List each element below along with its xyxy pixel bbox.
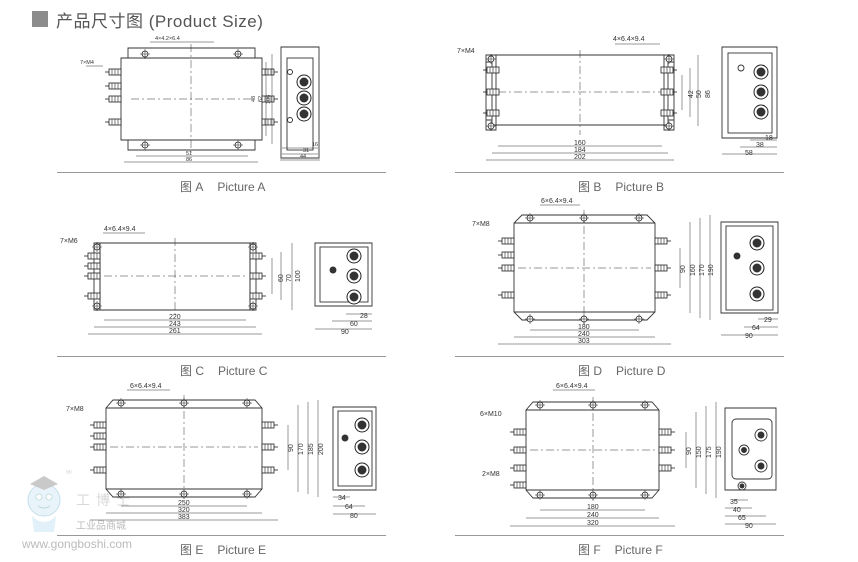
- picture-c-side-3: 90: [341, 329, 349, 336]
- picture-b-hole-note: 4×6.4×9.4: [613, 36, 645, 43]
- picture-c-side-1: 28: [360, 313, 368, 320]
- picture-b-side-1: 18: [765, 135, 773, 142]
- picture-f-side-4: 90: [745, 523, 753, 530]
- watermark-url: www.gongboshi.com: [22, 537, 133, 551]
- picture-e-height-3: 185: [308, 443, 315, 455]
- picture-b-side-3: 58: [745, 150, 753, 157]
- picture-f-width-2: 240: [587, 512, 599, 519]
- picture-f-height-1: 90: [686, 447, 693, 455]
- gongboshi-watermark-logo: ® 工博士: [27, 470, 136, 532]
- picture-b-height-1: 42: [688, 90, 695, 98]
- picture-c-hole-note: 4×6.4×9.4: [104, 226, 136, 233]
- picture-a-height-3: 106: [266, 95, 272, 104]
- divider-e: [57, 535, 386, 536]
- picture-b-height-3: 86: [705, 90, 712, 98]
- picture-c-side-2: 60: [350, 321, 358, 328]
- picture-e-hole-note: 6×6.4×9.4: [130, 383, 162, 390]
- picture-f-drawing: [509, 389, 777, 527]
- picture-d-height-1: 90: [680, 265, 687, 273]
- picture-e-height-1: 90: [288, 444, 295, 452]
- watermark-brand: 工博士: [76, 492, 136, 508]
- picture-f-width-3: 320: [587, 520, 599, 527]
- picture-d-width-1: 180: [578, 324, 590, 331]
- picture-c-height-2: 70: [286, 274, 293, 282]
- picture-f-height-4: 190: [716, 446, 723, 458]
- picture-a-width-1: 51: [186, 151, 192, 157]
- picture-f-height-2: 150: [696, 446, 703, 458]
- picture-a-height-2: 62: [258, 96, 264, 102]
- picture-f-side-3: 65: [738, 515, 746, 522]
- picture-a-side-1: 16: [312, 142, 318, 148]
- header-square-icon: [32, 11, 48, 27]
- picture-e-width-3: 383: [178, 514, 190, 521]
- picture-b-width-3: 202: [574, 154, 586, 161]
- picture-e-stud-note: 7×M8: [66, 406, 84, 413]
- picture-d-side-1: 29: [764, 317, 772, 324]
- picture-a-width-2: 86: [186, 157, 192, 163]
- picture-d-height-3: 170: [699, 264, 706, 276]
- picture-e-side-2: 64: [345, 504, 353, 511]
- divider-f: [455, 535, 784, 536]
- picture-c-height-1: 60: [278, 274, 285, 282]
- picture-d-width-3: 303: [578, 338, 590, 345]
- picture-e-height-4: 200: [318, 443, 325, 455]
- divider-c: [57, 356, 386, 357]
- picture-c-width-3: 261: [169, 328, 181, 335]
- picture-f-stud-note-2: 2×M8: [482, 471, 500, 478]
- divider-a: [57, 172, 386, 173]
- picture-d-width-2: 240: [578, 331, 590, 338]
- picture-c-width-2: 243: [169, 321, 181, 328]
- picture-d-side-2: 64: [752, 325, 760, 332]
- picture-e-width-1: 250: [178, 500, 190, 507]
- picture-a-stud-note: 7×M4: [80, 60, 94, 66]
- picture-d-height-2: 160: [690, 264, 697, 276]
- picture-c-stud-note: 7×M6: [60, 238, 78, 245]
- picture-f-stud-note: 6×M10: [480, 411, 502, 418]
- watermark-registered: ®: [66, 470, 72, 476]
- picture-e-side-1: 34: [338, 495, 346, 502]
- picture-d-drawing: [497, 204, 779, 345]
- picture-d-side-3: 90: [745, 333, 753, 340]
- picture-f-width-1: 180: [587, 504, 599, 511]
- picture-c-height-3: 100: [295, 270, 302, 282]
- picture-b-side-2: 38: [756, 142, 764, 149]
- picture-f-height-3: 175: [706, 446, 713, 458]
- page-title: 产品尺寸图 (Product Size): [56, 11, 264, 31]
- picture-d-stud-note: 7×M8: [472, 221, 490, 228]
- picture-e-drawing: [89, 389, 377, 521]
- picture-d-height-4: 190: [708, 264, 715, 276]
- picture-f-side-2: 40: [733, 507, 741, 514]
- picture-b-width-2: 184: [574, 147, 586, 154]
- picture-a-hole-note: 4×4.2×6.4: [155, 36, 180, 42]
- watermark-cn: 工业品商城: [76, 521, 126, 532]
- picture-a-side-2: 31: [303, 148, 309, 154]
- divider-d: [455, 356, 784, 357]
- picture-f-hole-note: 6×6.4×9.4: [556, 383, 588, 390]
- picture-c-drawing: [83, 232, 373, 335]
- picture-e-height-2: 170: [298, 443, 305, 455]
- picture-b-stud-note: 7×M4: [457, 48, 475, 55]
- picture-c-width-1: 220: [169, 314, 181, 321]
- picture-e-width-2: 320: [178, 507, 190, 514]
- picture-a-drawing: [86, 41, 320, 163]
- picture-e-side-3: 80: [350, 513, 358, 520]
- picture-b-width-1: 160: [574, 140, 586, 147]
- picture-a-height-1: 48: [251, 96, 257, 102]
- picture-b-drawing: [482, 43, 778, 161]
- picture-f-side-1: 35: [730, 499, 738, 506]
- picture-d-hole-note: 6×6.4×9.4: [541, 198, 573, 205]
- divider-b: [455, 172, 784, 173]
- picture-b-height-2: 50: [696, 90, 703, 98]
- picture-a-side-3: 44: [300, 154, 306, 160]
- page-header: 产品尺寸图 (Product Size): [32, 8, 264, 31]
